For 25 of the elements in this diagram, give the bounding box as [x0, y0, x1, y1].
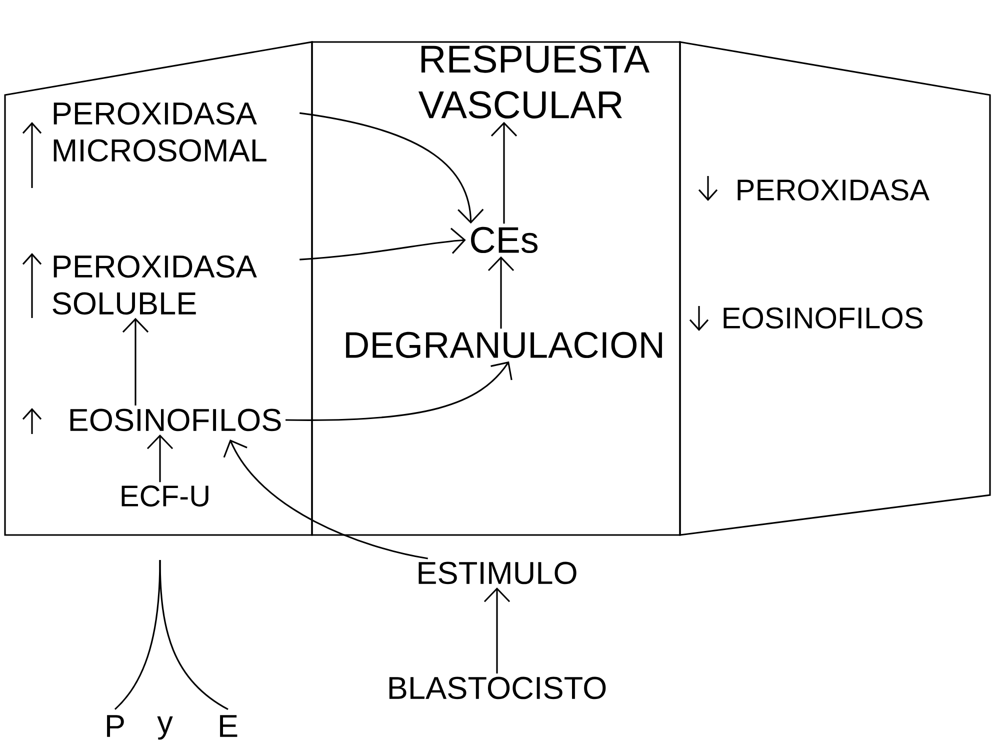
arrow — [122, 318, 149, 406]
decrease-label: PEROXIDASA — [738, 179, 930, 201]
stimulus-label: ESTIMULO — [418, 562, 576, 584]
decrease-label: EOSINOFILOS — [724, 307, 922, 329]
letter-label: y — [157, 716, 173, 740]
letter-label: E — [220, 715, 238, 737]
arrow — [300, 228, 466, 260]
arrow — [286, 361, 512, 421]
arrow — [223, 439, 428, 560]
factor-label: ECF-U — [122, 485, 208, 507]
arrow — [490, 122, 518, 224]
source-label: BLASTOCISTO — [389, 676, 606, 700]
arrow — [484, 587, 510, 674]
cells-label: CEs — [471, 226, 538, 254]
arrow — [488, 256, 514, 329]
increase-label: EOSINOFILOS — [70, 408, 281, 432]
response-label: RESPUESTA VASCULAR — [418, 45, 650, 119]
panel — [311, 41, 681, 536]
letter-label: P — [107, 715, 124, 737]
process-label: DEGRANULACION — [346, 332, 662, 358]
increase-label: PEROXIDASA MICROSOMAL — [54, 102, 266, 162]
panel — [4, 41, 313, 536]
arrow — [299, 112, 484, 224]
panel — [679, 41, 991, 536]
increase-label: PEROXIDASA SOLUBLE — [52, 255, 257, 315]
